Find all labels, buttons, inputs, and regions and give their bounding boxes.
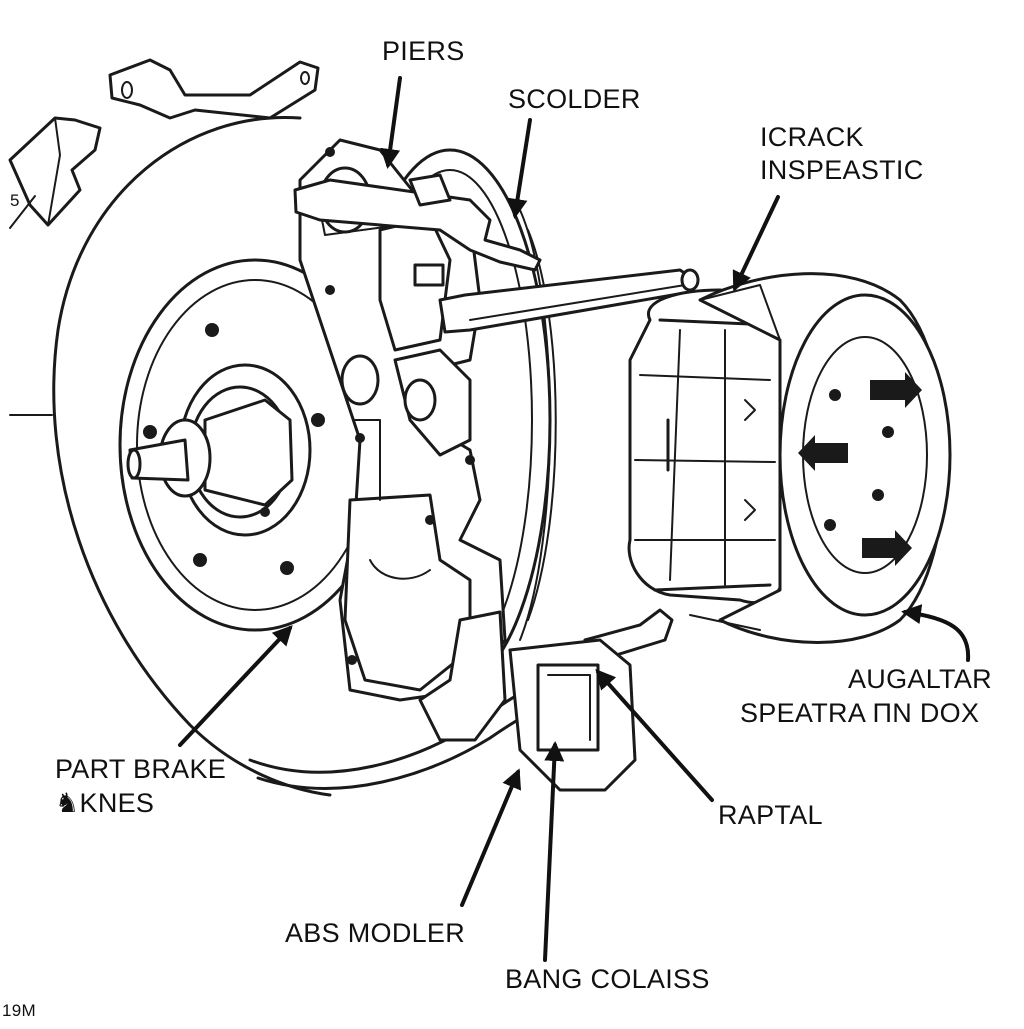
abs-module	[508, 638, 637, 792]
label-abs-modler: ABS MODLER	[285, 918, 466, 948]
lever-arm	[293, 173, 542, 272]
edge-mark: 5	[10, 191, 20, 210]
label-scolder: SCOLDER	[508, 84, 641, 114]
label-augaltar-line2: SPEATRA ΠN DOX	[740, 698, 980, 728]
label-bang-colaiss: BANG COLAISS	[505, 964, 710, 994]
corner-code: 19M	[2, 1001, 36, 1020]
label-augaltar-line1: AUGALTAR	[848, 664, 992, 694]
brake-shoe-cage	[627, 288, 789, 605]
brake-drum	[689, 272, 952, 644]
label-raptal: RAPTAL	[718, 800, 823, 830]
label-part-brake-line1: PART BRAKE	[55, 754, 227, 784]
label-piers: PIERS	[382, 36, 465, 66]
brake-line	[438, 268, 700, 334]
caliper-assembly	[298, 138, 507, 702]
clip-part	[8, 116, 102, 227]
backing-plate-outline	[52, 115, 332, 797]
label-icrack-line1: ICRACK	[760, 122, 864, 152]
label-part-brake-line2: ♞KNES	[55, 788, 155, 818]
wheel-hub	[118, 258, 392, 632]
callout-arrows	[178, 76, 971, 962]
label-icrack-line2: INSPEASTIC	[760, 155, 924, 185]
top-bracket-part	[108, 58, 320, 120]
